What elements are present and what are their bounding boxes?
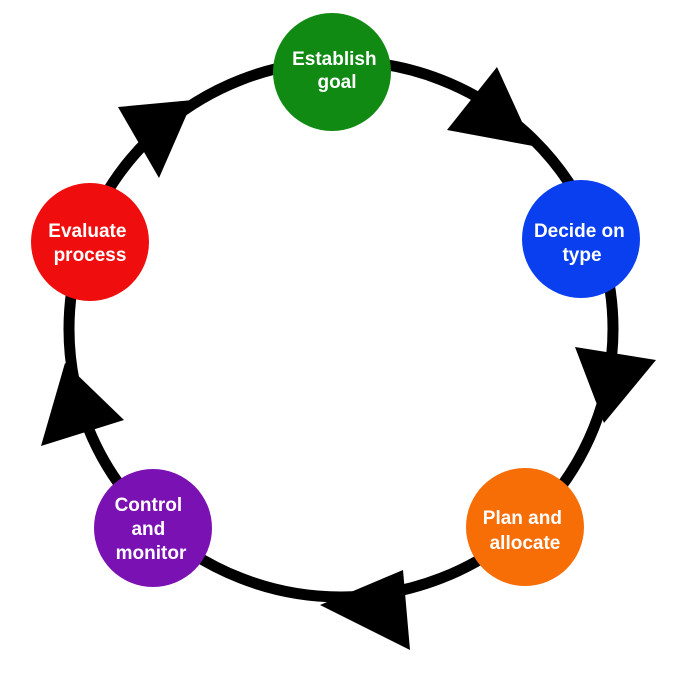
node-label-line: allocate [490, 533, 561, 554]
node-label-line: and [131, 519, 165, 540]
node-label-line: Establish [292, 49, 376, 70]
node-label: Plan and allocate [483, 508, 567, 554]
node-label-line: goal [317, 72, 356, 93]
node-control-and-monitor: Control and monitor [94, 469, 212, 587]
node-evaluate-process: Evaluate process [31, 183, 149, 301]
node-circle [31, 183, 149, 301]
node-label: Decide on type [534, 221, 630, 266]
node-label-line: Plan and [483, 508, 562, 529]
arrow-control-to-evaluate [41, 363, 124, 446]
node-circle [273, 13, 391, 131]
node-circle [94, 469, 212, 587]
node-label: Control and monitor [115, 495, 188, 564]
arrow-type-to-plan [575, 347, 656, 423]
arrow-goal-to-type [447, 67, 533, 146]
cycle-arrows [41, 67, 656, 650]
node-label-line: Evaluate [48, 221, 126, 242]
node-label-line: Decide on [534, 221, 625, 242]
node-label-line: process [54, 245, 127, 266]
node-label: Establish goal [292, 49, 382, 93]
node-circle [522, 180, 640, 298]
node-label-line: monitor [116, 543, 187, 564]
arrow-plan-to-control [320, 570, 410, 650]
node-label-line: Control [115, 495, 183, 516]
node-label: Evaluate process [48, 221, 131, 266]
node-decide-on-type: Decide on type [522, 180, 640, 298]
node-circle [466, 468, 584, 586]
node-label-line: type [562, 245, 601, 266]
arrow-evaluate-to-goal [118, 100, 193, 178]
node-establish-goal: Establish goal [273, 13, 391, 131]
node-plan-and-allocate: Plan and allocate [466, 468, 584, 586]
